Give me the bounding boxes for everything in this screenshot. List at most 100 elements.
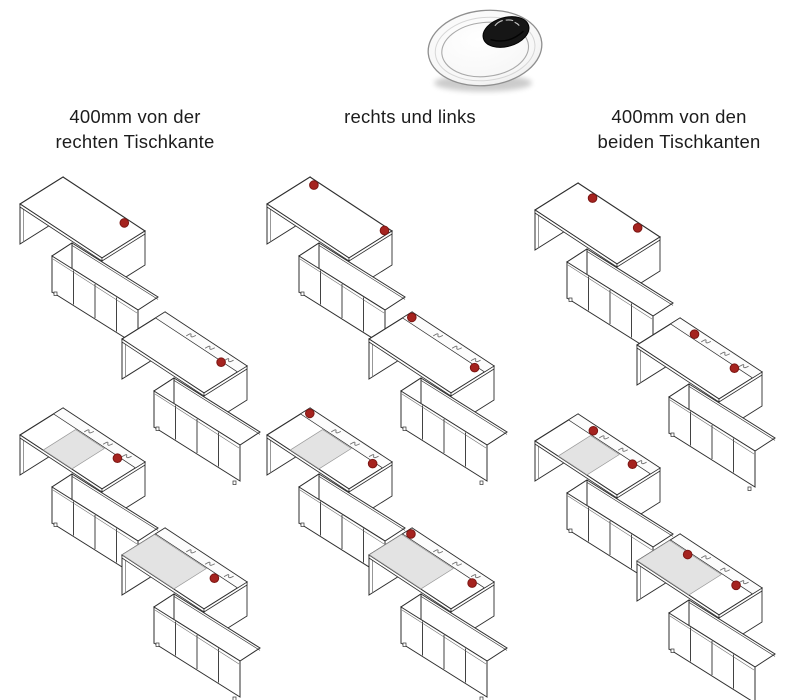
desk-figure-c3-r3 (533, 413, 674, 587)
desk-top-edge-right (203, 581, 248, 613)
grommet-position-dot (682, 549, 693, 560)
desk-top-edge-right (450, 581, 495, 613)
sideboard-top-thickness-line (586, 482, 674, 537)
header-line: 400mm von den (611, 106, 747, 127)
column-header-400mm-right: 400mm von der rechten Tischkante (28, 104, 242, 154)
desk-figure-c2-r1 (265, 176, 406, 350)
desk-figure-c2-r4 (367, 527, 508, 700)
sideboard-top-thickness-line (586, 251, 674, 306)
desk-figure-c3-r2 (635, 317, 776, 491)
grommet-position-dot (467, 578, 477, 588)
desk-inlay-pad (121, 534, 207, 590)
tray-socket-glyph (349, 441, 360, 446)
sideboard-top-thickness-line (688, 602, 776, 657)
sideboard-front-edge-line (52, 258, 138, 314)
grommet-position-dot (305, 408, 315, 419)
grommet-position-dot (309, 180, 319, 190)
header-line: rechten Tischkante (55, 131, 215, 152)
desk-top-edge-right (203, 365, 248, 397)
header-line: beiden Tischkanten (597, 131, 761, 152)
sideboard-top-thickness-line (688, 386, 776, 441)
sideboard-top-thickness-line (173, 596, 261, 651)
sideboard-front-edge-line (669, 399, 755, 455)
cable-grommet-photo (427, 9, 543, 92)
cable-tray-strip (154, 311, 248, 373)
sideboard-front-edge-line (52, 489, 138, 545)
sideboard-foot (232, 696, 237, 700)
tray-socket-glyph (84, 429, 95, 434)
desk-figure-c2-r2 (367, 311, 508, 485)
tray-socket-glyph (636, 460, 647, 465)
tray-socket-glyph (599, 435, 610, 440)
tray-socket-glyph (470, 358, 481, 363)
tray-socket-glyph (451, 345, 462, 350)
tray-socket-glyph (701, 339, 712, 344)
sideboard-foot (747, 486, 752, 491)
sideboard-foot (479, 480, 484, 485)
cable-tray-strip (401, 311, 495, 373)
sideboard-front-edge-line (299, 258, 385, 314)
tray-socket-glyph (738, 580, 749, 585)
tray-socket-glyph (186, 549, 197, 554)
column-header-right-and-left: rechts und links (315, 104, 505, 129)
desk-figure-c1-r2 (120, 311, 261, 485)
column-header-400mm-both: 400mm von den beiden Tischkanten (570, 104, 788, 154)
sideboard-foot (300, 522, 305, 527)
tray-socket-glyph (738, 364, 749, 369)
sideboard-front-edge-line (401, 393, 487, 449)
tray-socket-glyph (204, 561, 215, 566)
sideboard-front-edge-line (669, 615, 755, 671)
grommet-position-dot (731, 580, 741, 591)
sideboard-top-thickness-line (420, 380, 508, 435)
tray-socket-glyph (719, 567, 730, 572)
cable-tray-strip (401, 527, 495, 589)
grommet-insert-highlight (494, 19, 520, 27)
grommet-position-dot (367, 458, 378, 469)
desk-inlay-pad (557, 435, 620, 476)
grommet-position-dot (209, 573, 220, 584)
desk-top-edge-right (348, 461, 393, 493)
sideboard-foot (402, 642, 407, 647)
sideboard-front-edge-line (154, 393, 240, 449)
sideboard-foot (155, 642, 160, 647)
tray-socket-glyph (470, 574, 481, 579)
sideboard-foot (300, 291, 305, 296)
desk-top-edge-right (101, 230, 146, 262)
desk-figure-c1-r1 (18, 176, 159, 350)
grommet-rim-outer-ring (434, 16, 536, 82)
sideboard-front-edge-line (567, 495, 653, 551)
desk-top-edge-right (101, 461, 146, 493)
grommet-position-dot (216, 357, 226, 368)
header-line: rechts und links (344, 106, 476, 127)
desk-top-edge-right (718, 587, 763, 619)
tray-socket-glyph (617, 447, 628, 452)
tray-socket-glyph (368, 454, 379, 459)
sideboard-top-thickness-line (420, 596, 508, 651)
sideboard-top-thickness-line (173, 380, 261, 435)
cable-tray-strip (669, 533, 763, 595)
grommet-rim-inner-ring (441, 21, 530, 78)
sideboard-foot (53, 522, 58, 527)
desk-figure-c3-r1 (533, 182, 674, 356)
grommet-position-dot (119, 218, 130, 228)
sideboard-top-thickness-line (318, 476, 406, 531)
sideboard-foot (479, 696, 484, 700)
grommet-position-dot (406, 529, 416, 539)
tray-socket-glyph (223, 574, 234, 579)
tray-socket-glyph (451, 561, 462, 566)
grommet-position-dot (407, 312, 417, 323)
sideboard-top-thickness-line (71, 476, 159, 531)
desk-figure-c1-r3 (18, 407, 159, 581)
tray-socket-glyph (204, 345, 215, 350)
sideboard-foot (402, 426, 407, 431)
sideboard-foot (155, 426, 160, 431)
desk-figure-c2-r3 (265, 407, 406, 581)
desk-top-edge-right (450, 365, 495, 397)
desk-inlay-pad (636, 540, 722, 596)
grommet-position-dot (627, 459, 638, 470)
cable-tray-strip (299, 407, 393, 469)
desk-top-edge-right (718, 371, 763, 403)
grommet-position-dot (588, 425, 599, 436)
header-line: 400mm von der (69, 106, 201, 127)
sideboard-front-edge-line (299, 489, 385, 545)
